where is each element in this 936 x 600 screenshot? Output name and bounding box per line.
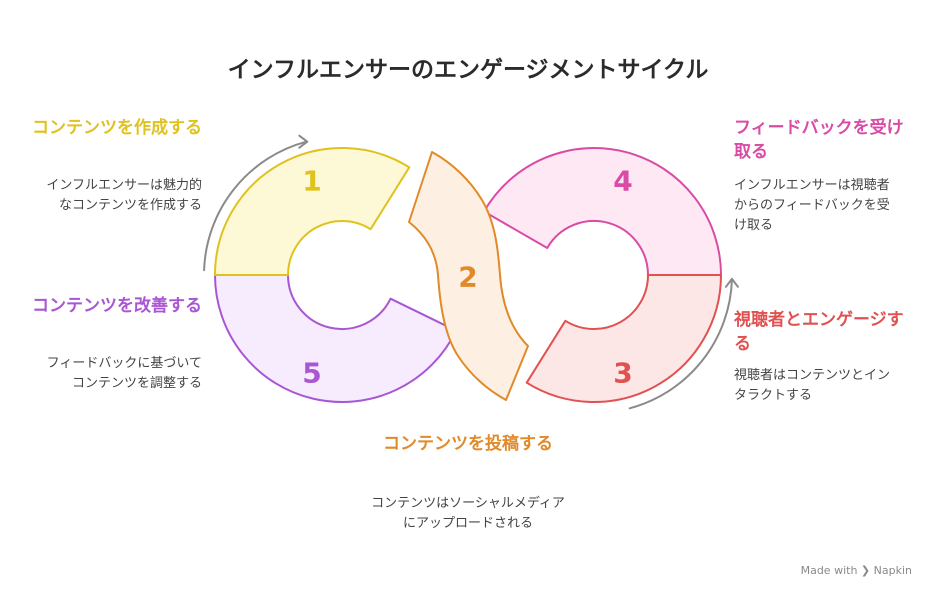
cycle-arrow-left-head [298, 134, 309, 149]
step-5-number: 5 [302, 357, 321, 390]
step-2-number: 2 [458, 261, 477, 294]
footer-credit[interactable]: Made with ❯ Napkin [801, 564, 912, 577]
made-with-label: Made with [800, 564, 858, 577]
step-4-number: 4 [613, 165, 632, 198]
step-2-heading: コンテンツを投稿する [383, 434, 553, 454]
step-4-description: インフルエンサーは視聴者からのフィードバックを受け取る [734, 178, 890, 233]
step-4-heading: フィードバックを受け取る [734, 118, 904, 162]
step-3-number: 3 [613, 357, 632, 390]
brand-label: Napkin [873, 564, 912, 577]
step-1-heading: コンテンツを作成する [32, 118, 202, 138]
step-2-description: コンテンツはソーシャルメディアにアップロードされる [371, 496, 565, 531]
segment-step-2 [408, 151, 529, 401]
step-3-heading: 視聴者とエンゲージする [734, 310, 904, 354]
step-5-heading: コンテンツを改善する [32, 296, 202, 316]
step-1-description: インフルエンサーは魅力的なコンテンツを作成する [46, 178, 202, 213]
segment-step-3 [525, 274, 722, 403]
segment-step-4 [483, 147, 722, 276]
napkin-logo-icon: ❯ [860, 564, 871, 577]
step-5-description: フィードバックに基づいてコンテンツを調整する [46, 356, 202, 391]
diagram-title: インフルエンサーのエンゲージメントサイクル [227, 57, 709, 83]
segment-step-1 [214, 147, 411, 276]
step-1-number: 1 [302, 165, 321, 198]
segment-step-5 [214, 274, 458, 403]
cycle-arrow-right [628, 278, 733, 410]
cycle-arrow-left [203, 140, 308, 272]
cycle-arrow-right-head [724, 277, 739, 288]
step-3-description: 視聴者はコンテンツとインタラクトする [734, 368, 891, 403]
